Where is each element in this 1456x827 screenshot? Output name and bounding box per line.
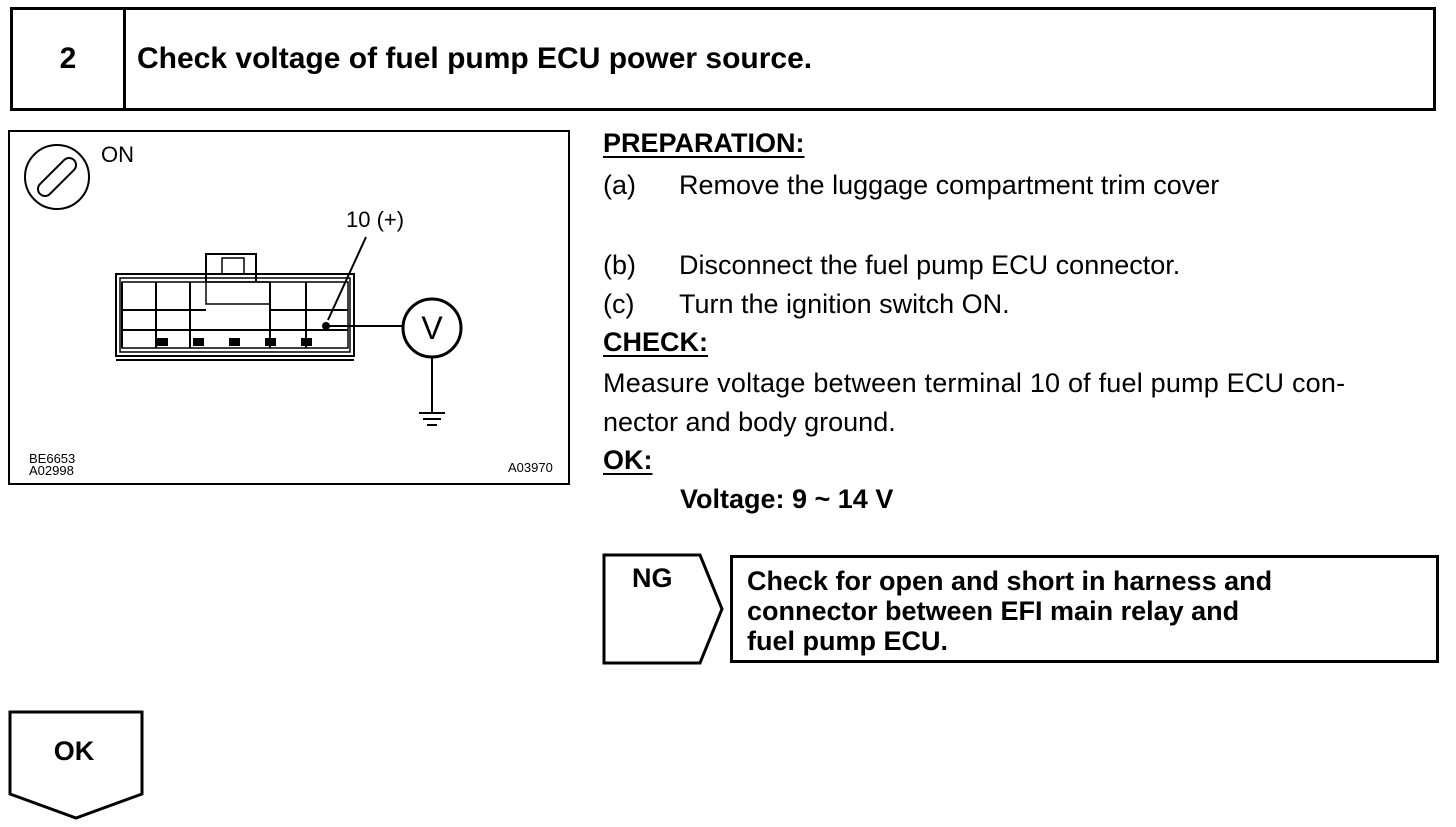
ok-label: OK xyxy=(53,736,95,766)
step-header: 2 Check voltage of fuel pump ECU power s… xyxy=(10,7,1436,111)
step-letter: (a) xyxy=(603,170,636,200)
ok-voltage-spec: Voltage: 9 ~ 14 V xyxy=(680,484,894,514)
check-text-line-2: nector and body ground. xyxy=(603,407,896,437)
ok-heading: OK: xyxy=(603,445,653,475)
preparation-step-a: (a) Remove the luggage compartment trim c… xyxy=(603,166,1219,205)
preparation-step-c: (c) Turn the ignition switch ON. xyxy=(603,285,1010,324)
step-text: Remove the luggage compartment trim cove… xyxy=(679,170,1220,200)
check-heading: CHECK: xyxy=(603,327,708,357)
wiring-figure: ON 10 (+) V BE6653 A02998 A03970 xyxy=(8,130,570,485)
ng-label: NG xyxy=(632,563,673,593)
preparation-heading: PREPARATION: xyxy=(603,128,805,158)
ignition-key-icon xyxy=(24,144,90,210)
terminal-leader-line xyxy=(327,236,367,321)
ng-result-line-1: Check for open and short in harness and xyxy=(747,566,1273,596)
check-text-line-1: Measure voltage between terminal 10 of f… xyxy=(603,368,1346,398)
step-letter: (b) xyxy=(603,250,636,280)
ng-result-box: Check for open and short in harness and … xyxy=(730,555,1439,663)
figure-code-3: A03970 xyxy=(508,460,553,475)
ng-result-line-2: connector between EFI main relay and xyxy=(747,596,1240,626)
figure-drawing xyxy=(24,144,463,426)
step-number: 2 xyxy=(59,42,77,75)
step-text: Disconnect the fuel pump ECU connector. xyxy=(679,250,1181,280)
header-divider xyxy=(123,10,126,108)
figure-code-1: BE6653 xyxy=(29,451,76,466)
switch-state-label: ON xyxy=(101,142,134,167)
ok-arrow-shape xyxy=(8,710,144,820)
connector-icon xyxy=(115,253,355,361)
ng-tab: NG xyxy=(602,553,726,670)
figure-code-2: A02998 xyxy=(29,463,74,478)
step-title: Check voltage of fuel pump ECU power sou… xyxy=(137,42,813,75)
terminal-label: 10 (+) xyxy=(346,207,405,232)
ng-result-line-3: fuel pump ECU. xyxy=(747,626,948,656)
ground-icon xyxy=(419,412,445,426)
ok-tab: OK xyxy=(8,710,146,827)
voltmeter-symbol: V xyxy=(421,310,443,346)
step-letter: (c) xyxy=(603,289,635,319)
ng-arrow-shape xyxy=(602,553,724,665)
step-text: Turn the ignition switch ON. xyxy=(679,289,1010,319)
preparation-step-b: (b) Disconnect the fuel pump ECU connecto… xyxy=(603,246,1180,285)
